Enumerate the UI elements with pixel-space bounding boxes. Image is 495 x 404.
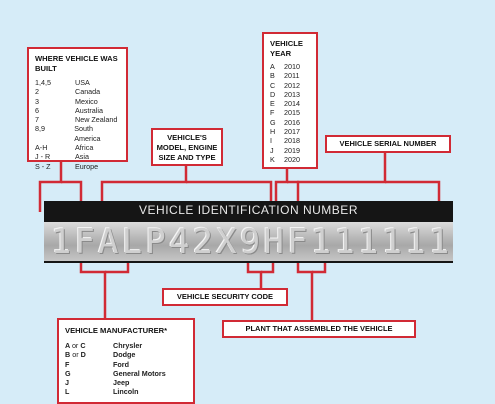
vin-char: 1 xyxy=(334,222,355,262)
vin-char: 1 xyxy=(357,222,379,262)
vin-char: L xyxy=(121,222,143,262)
vin-char: H xyxy=(263,222,284,262)
vin-char: 9 xyxy=(239,222,261,262)
vin-char: F xyxy=(74,222,95,262)
vin-char: P xyxy=(145,222,166,262)
vin-char: 1 xyxy=(310,222,332,262)
vin-char: 1 xyxy=(50,222,72,262)
serial-number-label: VEHICLE SERIAL NUMBER xyxy=(325,135,451,153)
vin-char: F xyxy=(287,222,308,262)
vin-char: 2 xyxy=(192,222,213,262)
vin-plate-title: VEHICLE IDENTIFICATION NUMBER xyxy=(139,203,358,217)
vehicle-year-title: VEHICLE YEAR xyxy=(270,39,303,58)
vin-char: A xyxy=(98,222,119,262)
model-label: VEHICLE'S MODEL, ENGINE SIZE AND TYPE xyxy=(151,128,223,166)
where-built-title: WHERE VEHICLE WAS BUILT xyxy=(35,54,118,73)
vin-char: 1 xyxy=(405,222,426,262)
vin-strip xyxy=(44,222,453,261)
vin-char: X xyxy=(216,222,237,262)
security-code-label: VEHICLE SECURITY CODE xyxy=(162,288,288,306)
vin-characters: 1 F A L P 4 2 X 9 H F 1 1 1 1 1 1 xyxy=(50,223,450,261)
plant-label: PLANT THAT ASSEMBLED THE VEHICLE xyxy=(222,320,416,338)
vehicle-manufacturer-title: VEHICLE MANUFACTURER* xyxy=(65,326,168,335)
vin-char: 1 xyxy=(428,222,450,262)
vin-char: 4 xyxy=(168,222,190,262)
vin-char: 1 xyxy=(381,222,402,262)
